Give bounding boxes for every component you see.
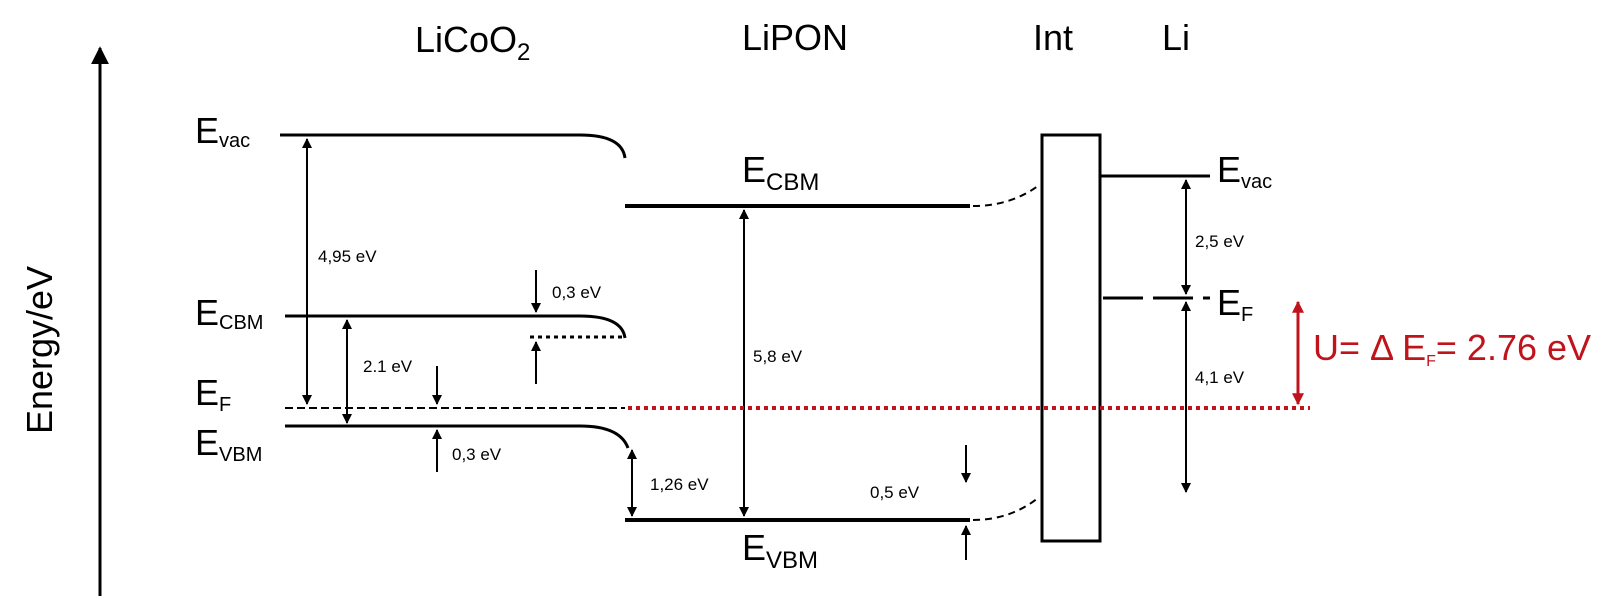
- label-lipon-ecbm: ECBM: [742, 149, 819, 196]
- label-li-ef: EF: [1217, 282, 1253, 326]
- gap-li-work-function: 2,5 eV: [1195, 232, 1245, 251]
- header-li: Li: [1162, 17, 1190, 58]
- axis-label: Energy/eV: [19, 266, 60, 434]
- gap-valence-band-offset: 1,26 eV: [650, 475, 709, 494]
- gap-licoo2-vbm-bending: 0,3 eV: [452, 445, 502, 464]
- lipon-evbm-bending: [972, 497, 1039, 521]
- gap-licoo2-cbm-bending: 0,3 eV: [552, 283, 602, 302]
- label-licoo2-ecbm: ECBM: [195, 292, 263, 334]
- label-licoo2-evbm: EVBM: [195, 422, 262, 466]
- label-licoo2-ef: EF: [195, 372, 231, 416]
- gap-licoo2-work-function: 4,95 eV: [318, 247, 377, 266]
- lipon-ecbm-bending: [972, 185, 1039, 207]
- gap-li-ef-to-vbm: 4,1 eV: [1195, 368, 1245, 387]
- licoo2-evac-level: [280, 133, 627, 159]
- gap-lipon-band-gap: 5,8 eV: [753, 347, 803, 366]
- cell-voltage-label: U= Δ EF= 2.76 eV: [1313, 327, 1591, 370]
- gap-lipon-vbm-bending: 0,5 eV: [870, 483, 920, 502]
- label-lipon-evbm: EVBM: [742, 527, 818, 574]
- header-licoo2: LiCoO2: [415, 19, 530, 66]
- gap-licoo2-band-gap: 2.1 eV: [363, 357, 413, 376]
- label-licoo2-evac: Evac: [195, 110, 250, 152]
- header-int: Int: [1033, 17, 1073, 58]
- header-lipon: LiPON: [742, 17, 848, 58]
- licoo2-ecbm-level: [285, 314, 627, 339]
- interphase-box: [1040, 133, 1102, 543]
- licoo2-evbm-level: [285, 424, 630, 449]
- label-li-evac: Evac: [1217, 149, 1272, 193]
